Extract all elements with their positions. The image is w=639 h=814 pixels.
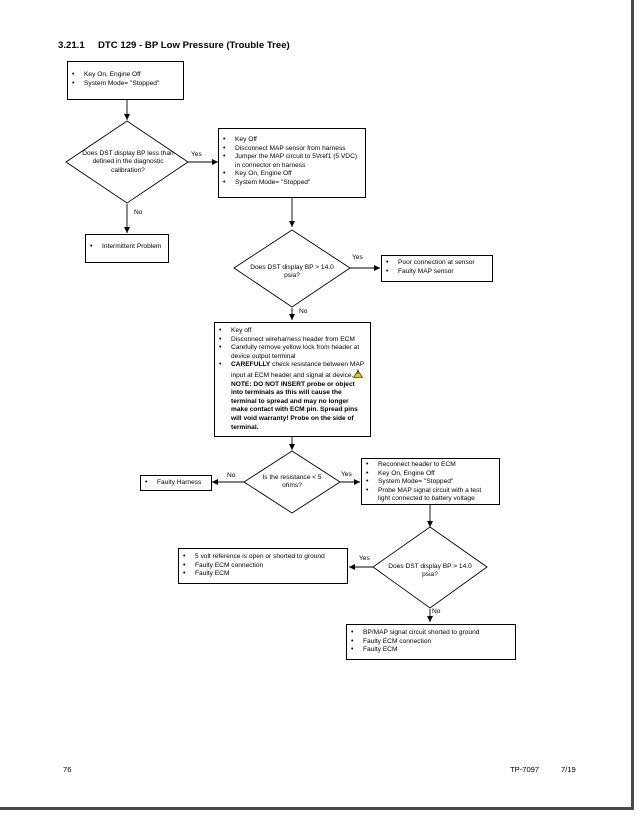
list-item: Intermittent Problem <box>89 243 164 252</box>
warning-icon: ! <box>353 369 364 378</box>
label-d1-no: No <box>134 209 143 216</box>
decision-diamond-d4 <box>372 526 488 609</box>
list-item: System Mode= "Stopped" <box>71 80 179 89</box>
section-title: DTC 129 - BP Low Pressure (Trouble Tree) <box>98 40 290 51</box>
label-d4-no: No <box>432 608 441 615</box>
label-d2-no: No <box>299 308 308 315</box>
list-item: Key On, Engine Off <box>71 71 179 80</box>
label-d4-yes: Yes <box>359 555 370 562</box>
list-item: Key Off <box>222 136 361 145</box>
list-item: Faulty MAP sensor <box>385 268 488 277</box>
decision-text-d3: Is the resistance < 5 ohms? <box>262 474 322 490</box>
list-item: Probe MAP signal circuit with a test lig… <box>365 487 495 504</box>
ref-open-box: 5 volt reference is open or shorted to g… <box>178 548 348 584</box>
bp-shorted-box: BP/MAP signal circuit shorted to ground … <box>346 624 516 660</box>
step2-box: Key Off Disconnect MAP sensor from harne… <box>218 128 366 198</box>
decision-text-d1: Does DST display BP less than defined in… <box>82 150 174 174</box>
poor-connection-box: Poor connection at sensor Faulty MAP sen… <box>381 255 493 282</box>
label-d3-yes: Yes <box>341 471 352 478</box>
list-item: Disconnect MAP sensor from harness <box>222 145 361 154</box>
list-item: Carefully remove yellow lock from header… <box>218 344 366 361</box>
section-heading: 3.21.1 DTC 129 - BP Low Pressure (Trouble… <box>58 40 290 51</box>
decision-diamond-d3 <box>243 450 341 514</box>
list-item: Faulty Harness <box>144 479 207 488</box>
list-item: BP/MAP signal circuit shorted to ground <box>350 629 511 638</box>
decision-text-d2: Does DST display BP > 14.0 psia? <box>250 264 334 280</box>
label-d3-no: No <box>227 472 236 479</box>
page-number: 76 <box>63 765 72 774</box>
list-item: System Mode= "Stopped" <box>365 478 495 487</box>
revision-date: 7/19 <box>561 765 576 774</box>
decision-diamond-d1 <box>65 120 189 204</box>
list-item: Poor connection at sensor <box>385 259 488 268</box>
step4-box: Reconnect header to ECM Key On, Engine O… <box>361 458 500 505</box>
list-item: Jumper the MAP circuit to 5Vref1 (5 VDC)… <box>222 153 361 170</box>
list-item: Faulty ECM connection <box>182 562 343 571</box>
label-d2-yes: Yes <box>352 254 363 261</box>
list-item: Reconnect header to ECM <box>365 461 495 470</box>
list-item: Faulty ECM <box>182 570 343 579</box>
label-d1-yes: Yes <box>191 151 202 158</box>
note-text: NOTE: DO NOT INSERT probe or object into… <box>231 380 358 431</box>
step3-box: Key off Disconnect wireharness header fr… <box>214 322 371 437</box>
start-box: Key On, Engine Off System Mode= "Stopped… <box>67 61 184 100</box>
section-number: 3.21.1 <box>58 40 85 51</box>
list-item: Disconnect wireharness header from ECM <box>218 336 366 345</box>
document-number: TP-7097 <box>510 765 540 774</box>
list-item: Key On, Engine Off <box>365 470 495 479</box>
decision-text-d4: Does DST display BP > 14.0 psia? <box>388 563 472 579</box>
list-item: System Mode= "Stopped" <box>222 179 361 188</box>
faulty-harness-box: Faulty Harness <box>140 475 212 491</box>
list-item: Faulty ECM connection <box>350 638 511 647</box>
decision-diamond-d2 <box>233 229 351 308</box>
list-item: Faulty ECM <box>350 646 511 655</box>
intermittent-box: Intermittent Problem <box>85 234 169 263</box>
list-item: Key On, Engine Off <box>222 170 361 179</box>
list-item-caution: CAREFULLY check resistance between MAP i… <box>218 361 366 432</box>
caution-word: CAREFULLY <box>231 361 271 369</box>
list-item: 5 volt reference is open or shorted to g… <box>182 553 343 562</box>
list-item: Key off <box>218 327 366 336</box>
caution-text: check resistance between MAP input at EC… <box>231 361 365 379</box>
